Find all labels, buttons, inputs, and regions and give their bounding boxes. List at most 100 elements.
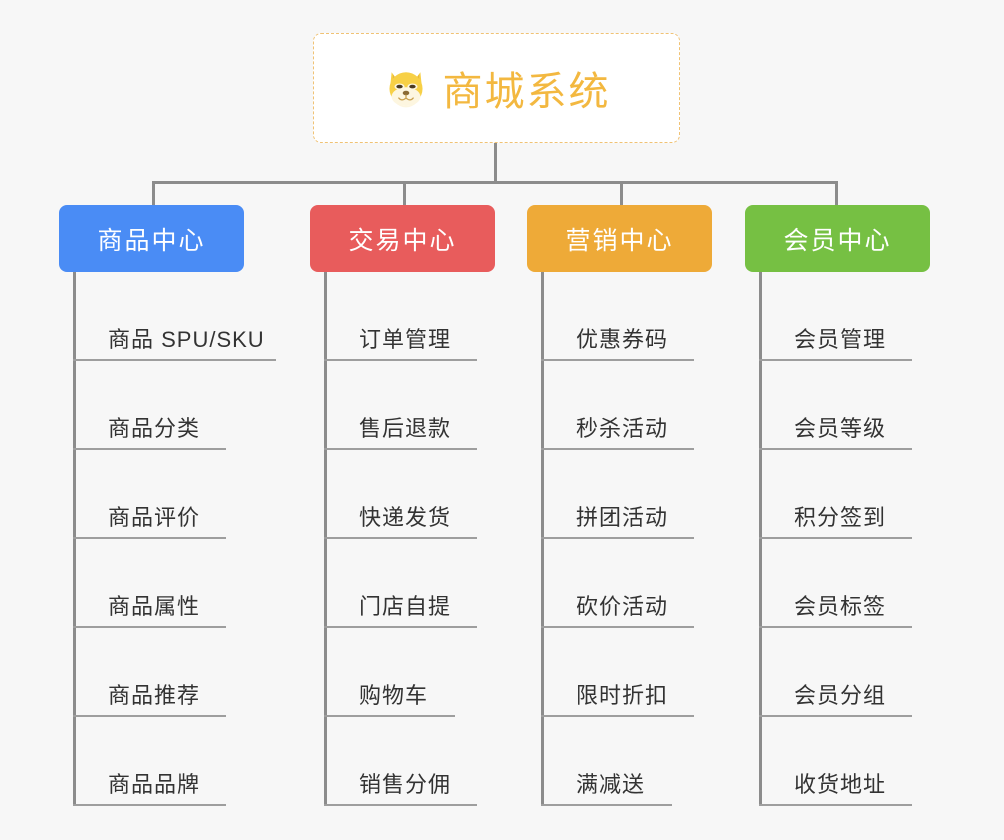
branch-header-huiyuan[interactable]: 会员中心 [745, 205, 930, 272]
leaf-item[interactable]: 门店自提 [310, 539, 495, 628]
leaf-label: 商品分类 [108, 416, 201, 441]
leaf-label: 优惠券码 [576, 327, 669, 352]
branch-header-shangpin[interactable]: 商品中心 [59, 205, 244, 272]
leaf-underline [324, 537, 477, 539]
branch-header-label: 交易中心 [348, 226, 457, 255]
leaf-item[interactable]: 购物车 [310, 628, 495, 717]
leaf-item[interactable]: 会员等级 [745, 361, 930, 450]
leaf-underline [541, 359, 694, 361]
leaf-list: 订单管理 售后退款 快递发货 门店自提 购物车 销售分佣 [310, 272, 495, 806]
leaf-underline [759, 804, 912, 806]
leaf-item[interactable]: 销售分佣 [310, 717, 495, 806]
leaf-underline [73, 448, 226, 450]
leaf-underline [324, 626, 477, 628]
leaf-label: 会员管理 [794, 327, 887, 352]
leaf-label: 门店自提 [359, 594, 452, 619]
leaf-item[interactable]: 商品属性 [59, 539, 244, 628]
leaf-item[interactable]: 订单管理 [310, 272, 495, 361]
branch-spine [759, 272, 762, 806]
leaf-label: 限时折扣 [576, 683, 669, 708]
leaf-underline [324, 715, 455, 717]
leaf-label: 砍价活动 [576, 594, 669, 619]
branch-drop-connector-4 [835, 181, 838, 207]
leaf-list: 优惠券码 秒杀活动 拼团活动 砍价活动 限时折扣 满减送 [527, 272, 712, 806]
leaf-underline [73, 715, 226, 717]
leaf-item[interactable]: 商品品牌 [59, 717, 244, 806]
branch-column-huiyuan: 会员中心 会员管理 会员等级 积分签到 会员标签 会员分组 [745, 205, 930, 806]
leaf-item[interactable]: 商品 SPU/SKU [59, 272, 276, 361]
branch-header-yingxiao[interactable]: 营销中心 [527, 205, 712, 272]
dog-face-emoji [383, 65, 429, 111]
leaf-underline [541, 804, 672, 806]
leaf-label: 满减送 [576, 772, 646, 797]
leaf-item[interactable]: 商品评价 [59, 450, 244, 539]
branch-drop-connector-1 [152, 181, 155, 207]
leaf-item[interactable]: 秒杀活动 [527, 361, 712, 450]
branch-column-yingxiao: 营销中心 优惠券码 秒杀活动 拼团活动 砍价活动 限时折扣 [527, 205, 712, 806]
leaf-label: 售后退款 [359, 416, 452, 441]
branch-header-label: 会员中心 [783, 226, 892, 255]
leaf-item[interactable]: 满减送 [527, 717, 712, 806]
leaf-label: 商品属性 [108, 594, 201, 619]
leaf-label: 销售分佣 [359, 772, 452, 797]
leaf-underline [324, 448, 477, 450]
leaf-label: 购物车 [359, 683, 429, 708]
leaf-item[interactable]: 会员标签 [745, 539, 930, 628]
leaf-underline [759, 626, 912, 628]
leaf-item[interactable]: 会员管理 [745, 272, 930, 361]
leaf-label: 商品评价 [108, 505, 201, 530]
leaf-underline [759, 359, 912, 361]
leaf-item[interactable]: 拼团活动 [527, 450, 712, 539]
leaf-list: 会员管理 会员等级 积分签到 会员标签 会员分组 收货地址 [745, 272, 930, 806]
leaf-item[interactable]: 会员分组 [745, 628, 930, 717]
branch-column-jiaoyi: 交易中心 订单管理 售后退款 快递发货 门店自提 购物车 [310, 205, 495, 806]
leaf-underline [541, 715, 694, 717]
leaf-label: 秒杀活动 [576, 416, 669, 441]
leaf-label: 会员等级 [794, 416, 887, 441]
leaf-label: 会员分组 [794, 683, 887, 708]
leaf-underline [324, 359, 477, 361]
branch-drop-connector-3 [620, 181, 623, 207]
leaf-label: 订单管理 [359, 327, 452, 352]
leaf-underline [541, 626, 694, 628]
branch-spine [324, 272, 327, 806]
leaf-underline [73, 804, 226, 806]
root-node-content: 商城系统 [383, 59, 611, 117]
leaf-underline [73, 626, 226, 628]
leaf-item[interactable]: 优惠券码 [527, 272, 712, 361]
branch-spine [73, 272, 76, 806]
leaf-item[interactable]: 售后退款 [310, 361, 495, 450]
leaf-underline [73, 359, 276, 361]
leaf-underline [759, 448, 912, 450]
leaf-underline [73, 537, 226, 539]
leaf-label: 收货地址 [794, 772, 887, 797]
branch-header-label: 营销中心 [565, 226, 674, 255]
leaf-item[interactable]: 收货地址 [745, 717, 930, 806]
leaf-item[interactable]: 快递发货 [310, 450, 495, 539]
branch-drop-connector-2 [403, 181, 406, 207]
leaf-underline [541, 537, 694, 539]
leaf-item[interactable]: 积分签到 [745, 450, 930, 539]
leaf-item[interactable]: 商品分类 [59, 361, 244, 450]
leaf-list: 商品 SPU/SKU 商品分类 商品评价 商品属性 商品推荐 商品品牌 [59, 272, 276, 806]
leaf-item[interactable]: 砍价活动 [527, 539, 712, 628]
leaf-underline [759, 537, 912, 539]
leaf-underline [324, 804, 477, 806]
horizontal-bus-connector [152, 181, 838, 184]
leaf-item[interactable]: 商品推荐 [59, 628, 244, 717]
leaf-label: 商品 SPU/SKU [108, 327, 265, 352]
root-node[interactable]: 商城系统 [313, 33, 680, 143]
branch-header-jiaoyi[interactable]: 交易中心 [310, 205, 495, 272]
leaf-label: 商品品牌 [108, 772, 201, 797]
root-stem-connector [494, 143, 497, 183]
leaf-underline [759, 715, 912, 717]
leaf-label: 快递发货 [359, 505, 452, 530]
branch-column-shangpin: 商品中心 商品 SPU/SKU 商品分类 商品评价 商品属性 商品推荐 [59, 205, 276, 806]
root-title: 商城系统 [442, 70, 611, 114]
leaf-underline [541, 448, 694, 450]
branch-header-label: 商品中心 [97, 226, 206, 255]
leaf-label: 会员标签 [794, 594, 887, 619]
leaf-label: 积分签到 [794, 505, 887, 530]
leaf-item[interactable]: 限时折扣 [527, 628, 712, 717]
